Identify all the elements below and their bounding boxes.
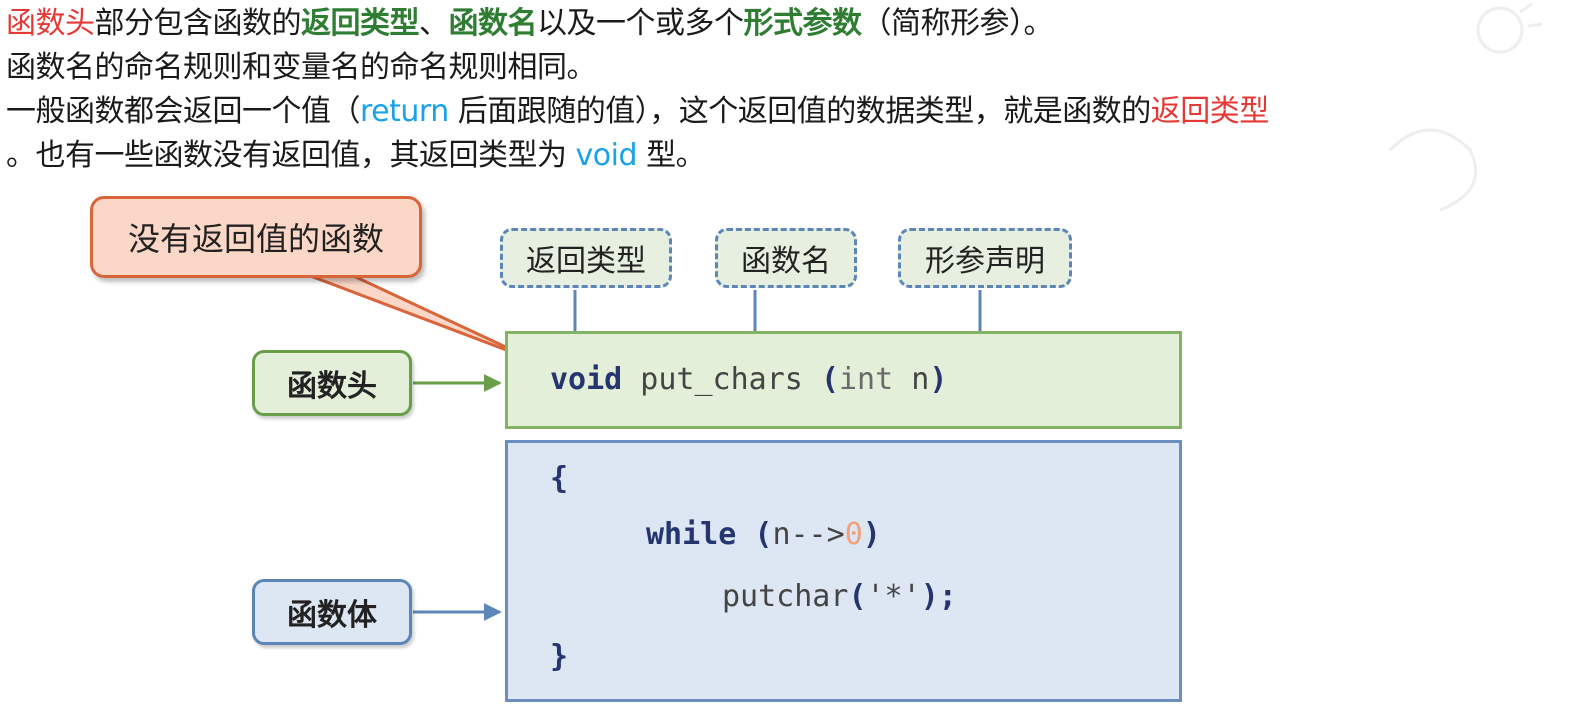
line-2: 函数名的命名规则和变量名的命名规则相同。 <box>6 50 597 85</box>
text-segment: 以及一个或多个 <box>537 6 744 41</box>
tag-function-name: 函数名 <box>715 228 857 288</box>
code-param: n <box>893 362 930 397</box>
text-function-name: 函数名 <box>448 6 538 41</box>
code-while-cond: n--> <box>772 517 845 552</box>
code-while-rparen: ) <box>862 517 881 552</box>
text-void-keyword: void <box>575 138 638 173</box>
code-putchar-lparen: ( <box>848 579 867 614</box>
callout-tail <box>298 270 540 364</box>
tag-param-declaration: 形参声明 <box>898 228 1072 288</box>
text-segment: 部分包含函数的 <box>94 6 302 41</box>
text-return-type: 返回类型 <box>301 6 420 41</box>
code-while-lparen: ( <box>736 517 773 552</box>
code-while-line: while (n-->0) <box>646 517 881 552</box>
line-1: 函数头部分包含函数的返回类型、函数名以及一个或多个形式参数（简称形参）。 <box>6 4 1053 44</box>
text-formal-params: 形式参数 <box>743 6 863 41</box>
label-function-head: 函数头 <box>252 350 412 416</box>
code-putchar-line: putchar('*'); <box>722 579 957 614</box>
line-4: 。也有一些函数没有返回值，其返回类型为 void 型。 <box>6 136 706 176</box>
tag-return-type: 返回类型 <box>500 228 672 288</box>
code-func-name: put_chars <box>622 362 821 397</box>
code-head-line: void put_chars (int n) <box>550 362 947 397</box>
text-segment: （简称形参）。 <box>861 6 1054 41</box>
function-body-box: { while (n-->0) putchar('*'); } <box>505 440 1182 702</box>
code-open-brace: { <box>550 461 569 496</box>
code-close-brace: } <box>550 639 569 674</box>
text-segment: 一般函数都会返回一个值（ <box>6 94 361 129</box>
text-segment: 型。 <box>637 138 706 173</box>
decorative-doodle-icon <box>1388 2 1543 212</box>
callout-no-return: 没有返回值的函数 <box>90 196 422 278</box>
text-return-keyword: return <box>360 94 449 129</box>
code-zero: 0 <box>844 517 863 552</box>
code-while: while <box>646 517 737 552</box>
code-putchar-rparen: ); <box>920 579 957 614</box>
text-function-head: 函数头 <box>6 6 95 41</box>
text-segment: 、 <box>419 6 449 41</box>
text-segment: 。也有一些函数没有返回值，其返回类型为 <box>6 138 576 173</box>
function-head-box: void put_chars (int n) <box>505 331 1182 429</box>
code-int: int <box>839 362 894 397</box>
code-putchar: putchar <box>722 579 849 614</box>
line-3: 一般函数都会返回一个值（return 后面跟随的值），这个返回值的数据类型，就是… <box>6 92 1269 132</box>
label-function-body: 函数体 <box>252 579 412 645</box>
code-void: void <box>550 362 623 397</box>
code-rparen: ) <box>929 362 948 397</box>
text-segment: 后面跟随的值），这个返回值的数据类型，就是函数的 <box>448 94 1152 129</box>
text-return-type-red: 返回类型 <box>1150 94 1270 129</box>
code-putchar-arg: '*' <box>866 579 921 614</box>
code-lparen: ( <box>820 362 839 397</box>
